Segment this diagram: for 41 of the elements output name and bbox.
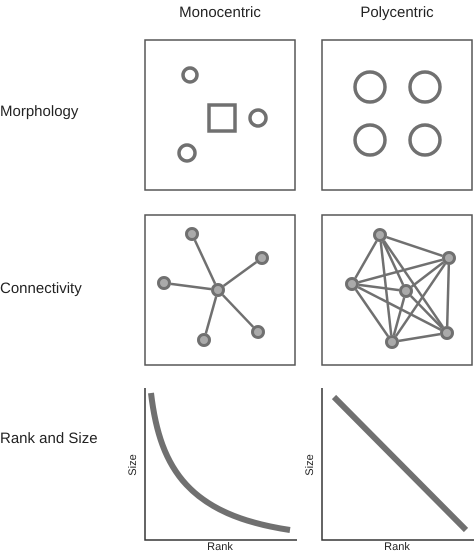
network-node [399, 284, 413, 298]
network-node [157, 276, 171, 290]
connector-line [204, 296, 218, 334]
network-node [442, 251, 456, 265]
network-node [345, 277, 359, 291]
network-node [440, 326, 454, 340]
axis-label: Rank [384, 541, 410, 553]
network-node [211, 283, 225, 297]
connector-line [382, 240, 404, 286]
network-node [255, 251, 269, 265]
axis-label: Rank [207, 541, 233, 553]
connector-line [386, 236, 443, 257]
connector-line [398, 332, 440, 342]
network-node [197, 333, 211, 347]
connector-line [382, 240, 444, 328]
column-heading: Monocentric [179, 4, 261, 21]
connector-line [222, 261, 258, 287]
connector-line [170, 282, 212, 290]
row-heading: Morphology [0, 103, 78, 120]
connector-line [410, 261, 444, 288]
connector-line [358, 284, 400, 292]
axis-label: Size [127, 454, 139, 476]
network-node [185, 227, 199, 241]
network-node [373, 228, 387, 242]
connector-line [222, 294, 254, 328]
connector-line [410, 295, 443, 329]
connector-line [380, 242, 392, 336]
connector-line [354, 240, 378, 279]
connector-line [194, 240, 216, 284]
connector-line [394, 263, 446, 337]
connector-line [358, 258, 443, 284]
network-node [251, 325, 265, 339]
column-heading: Polycentric [360, 4, 434, 21]
axis-label: Size [304, 454, 316, 476]
row-heading: Connectivity [0, 280, 82, 297]
connector-line [358, 286, 442, 331]
row-heading: Rank and Size [0, 430, 98, 447]
connector-line [392, 297, 406, 336]
network-node [385, 335, 399, 349]
connector-line [446, 264, 450, 326]
connector-line [354, 289, 390, 337]
